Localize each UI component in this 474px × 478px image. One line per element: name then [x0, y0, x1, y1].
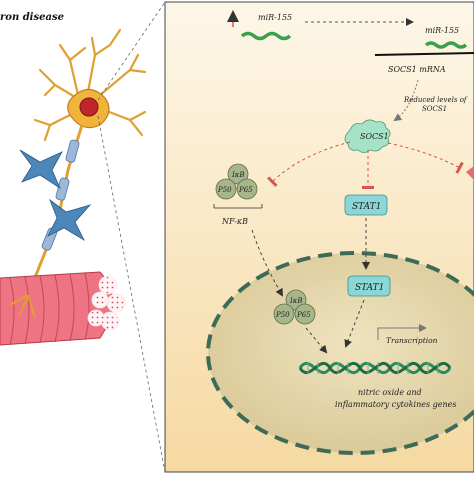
nfkb-complex-cytoplasm: IκB P50 P65: [213, 163, 263, 209]
zoom-lines: [97, 1, 166, 473]
socs1-inhibits-nfkb: [267, 141, 351, 188]
socs1-inhibits-right: [387, 142, 464, 174]
stat1-nucleus-label: STAT1: [355, 283, 384, 293]
mir155-strand-icon: [240, 31, 292, 41]
nfkb-label: NF-κB: [221, 217, 248, 226]
ikb-nucleus-label: IκB: [289, 297, 303, 305]
p65-nucleus-label: P65: [296, 311, 311, 319]
socs1-mrna-label: SOCS1 mRNA: [388, 65, 446, 74]
p50-nucleus-label: P50: [275, 311, 290, 319]
mir155-bound-strand-icon: [424, 41, 468, 49]
reduced-levels-line1: Reduced levels of: [403, 96, 468, 104]
axon-terminal: [9, 294, 36, 319]
genes-label-line1: nitric oxide and: [358, 388, 422, 397]
dendrites: [33, 28, 147, 142]
stat1-cytoplasm-label: STAT1: [352, 202, 381, 212]
p65-label: P65: [238, 186, 253, 194]
transcription-label: Transcription: [386, 336, 438, 345]
socs1-node-label: SOCS1: [360, 132, 389, 141]
mir155-up-label: miR-155: [258, 13, 292, 22]
muscle-fibers: [0, 271, 126, 346]
nfkb-to-dna-arrow: [305, 327, 328, 354]
nfkb-complex-nucleus: IκB P50 P65: [273, 289, 316, 325]
neuron-nucleus: [79, 97, 99, 117]
p50-label: P50: [217, 186, 232, 194]
socs1-node: [344, 119, 391, 153]
nfkb-translocation-arrow: [251, 229, 283, 297]
mir155-label: miR-155: [425, 26, 459, 35]
transcription-arrow: [377, 324, 427, 340]
reduced-levels-label: Reduced levels of SOCS1: [403, 96, 469, 113]
nucleus: [206, 251, 474, 455]
reduction-arrow: [393, 79, 419, 122]
left-panel-title: ron disease: [0, 12, 64, 23]
dna-helix: [298, 361, 452, 375]
stat1-cytoplasm-node: [344, 194, 388, 216]
glial-cells: [19, 149, 92, 242]
offscreen-target-marker: [466, 166, 474, 180]
genes-label-line2: inflammatory cytokines genes: [335, 400, 457, 409]
myelin-sheath: [41, 139, 80, 251]
ikb-label: IκB: [231, 171, 245, 179]
stat1-nucleus-node: [347, 275, 391, 297]
stat1-to-dna-arrow: [344, 299, 365, 348]
socs1-mrna-strand: [374, 52, 474, 56]
neuron-illustration: [0, 28, 147, 346]
reduced-levels-line2: SOCS1: [422, 105, 447, 113]
mir155-upregulated: [227, 10, 292, 41]
